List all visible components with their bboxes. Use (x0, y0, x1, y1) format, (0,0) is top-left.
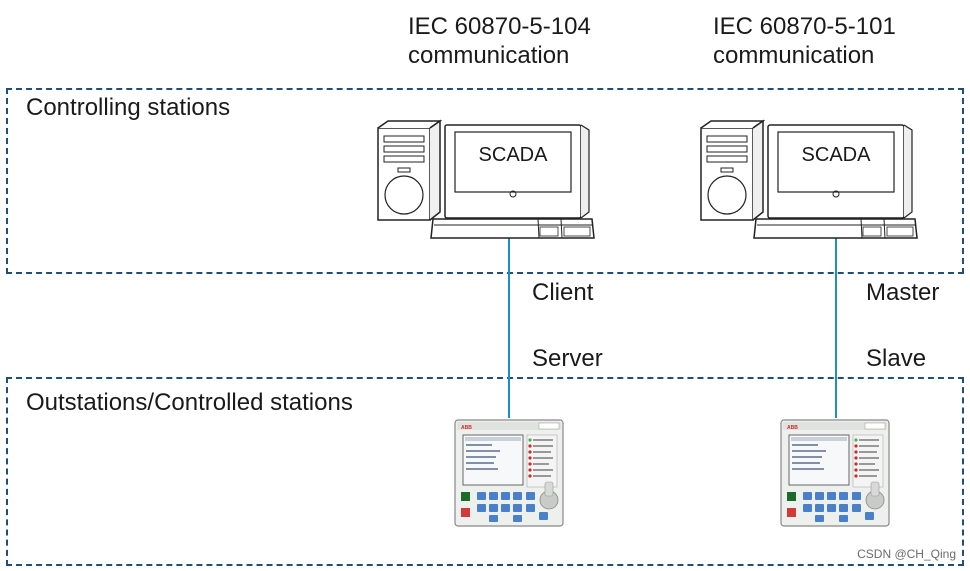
slave-role-label: Slave (866, 345, 927, 372)
protection-relay-104 (454, 419, 564, 527)
controlling-stations-zone (6, 88, 964, 274)
server-role-label: Server (532, 345, 603, 372)
watermark: CSDN @CH_Qing (857, 547, 956, 561)
outstations-label: Outstations/Controlled stations (26, 389, 353, 416)
outstations-zone (6, 377, 964, 566)
protection-relay-101 (780, 419, 890, 527)
protocol-label-101: IEC 60870-5-101 communication (713, 12, 896, 70)
scada-workstation-104: SCADA (377, 120, 595, 239)
protocol-subtitle-104: communication (408, 42, 570, 69)
scada-screen-label-101: SCADA (802, 144, 872, 166)
scada-workstation-101: SCADA (700, 120, 918, 239)
protocol-name-101: IEC 60870-5-101 (713, 13, 896, 40)
protocol-label-104: IEC 60870-5-104 communication (408, 12, 591, 70)
controlling-stations-label: Controlling stations (26, 94, 231, 121)
scada-screen-label-104: SCADA (479, 144, 549, 166)
protocol-name-104: IEC 60870-5-104 (408, 13, 591, 40)
master-role-label: Master (866, 279, 940, 306)
protocol-subtitle-101: communication (713, 42, 875, 69)
client-role-label: Client (532, 279, 594, 306)
